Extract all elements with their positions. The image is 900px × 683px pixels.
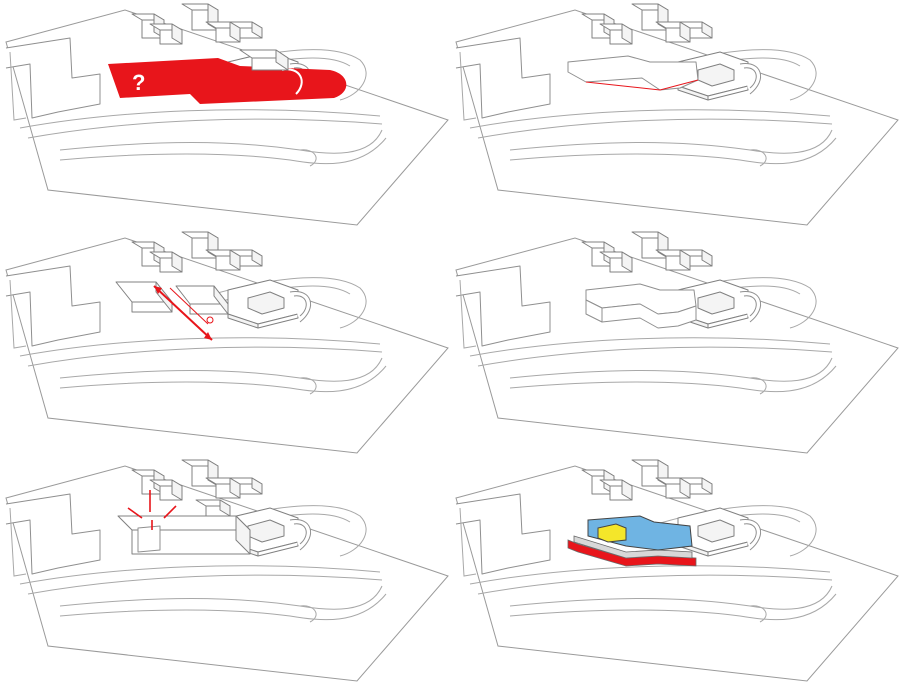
program-layers: [568, 516, 696, 566]
road-upper: [20, 566, 380, 584]
panel-2-footprint: [450, 0, 900, 227]
road-loop: [510, 130, 832, 153]
panel-1-drawing: ?: [0, 0, 450, 227]
road-lower: [28, 575, 382, 594]
panel-3-drawing: [0, 228, 450, 455]
road-lower: [478, 347, 832, 366]
left-building-outline: [456, 494, 550, 574]
road-lower: [28, 347, 382, 366]
road-loop-2: [60, 366, 386, 392]
courtyard-building: [228, 280, 311, 328]
panel-1-site-question: ?: [0, 0, 450, 227]
road-loop-2: [510, 366, 836, 392]
red-core: [138, 526, 160, 552]
road-upper: [20, 338, 380, 356]
road-upper: [470, 338, 830, 356]
panel-4-extruded: [450, 228, 900, 455]
road-upper: [470, 110, 830, 128]
road-lower: [478, 119, 832, 138]
road-upper: [470, 566, 830, 584]
left-building-outline: [6, 38, 100, 118]
panel-6-drawing: [450, 456, 900, 683]
left-building-outline: [456, 38, 550, 118]
panel-2-drawing: [450, 0, 900, 227]
panel-5-drawing: [0, 456, 450, 683]
layer-yellow: [598, 524, 626, 542]
road-upper: [20, 110, 380, 128]
road-loop-2: [510, 594, 836, 620]
question-mark: ?: [132, 70, 145, 95]
road-loop: [60, 358, 382, 381]
footprint-outline: [568, 56, 698, 90]
slab-right: [176, 286, 228, 314]
road-loop-2: [60, 138, 386, 164]
scissor-icon: [207, 317, 213, 323]
road-loop: [60, 130, 382, 153]
road-loop: [510, 586, 832, 609]
panel-5-connection: [0, 456, 450, 683]
road-loop: [60, 586, 382, 609]
cut-diagram: [116, 282, 228, 340]
stack-block: [196, 500, 230, 516]
road-loop-2: [60, 594, 386, 620]
left-building-outline: [6, 494, 100, 574]
road-loop: [510, 358, 832, 381]
road-loop-2: [510, 138, 836, 164]
panel-6-program: [450, 456, 900, 683]
connection-massing: [118, 490, 250, 554]
slab-left: [116, 282, 172, 312]
panel-3-cut: [0, 228, 450, 455]
road-lower: [28, 119, 382, 138]
left-building-outline: [6, 266, 100, 346]
road-lower: [478, 575, 832, 594]
extruded-outline: [586, 284, 696, 328]
left-building-outline: [456, 266, 550, 346]
panel-4-drawing: [450, 228, 900, 455]
